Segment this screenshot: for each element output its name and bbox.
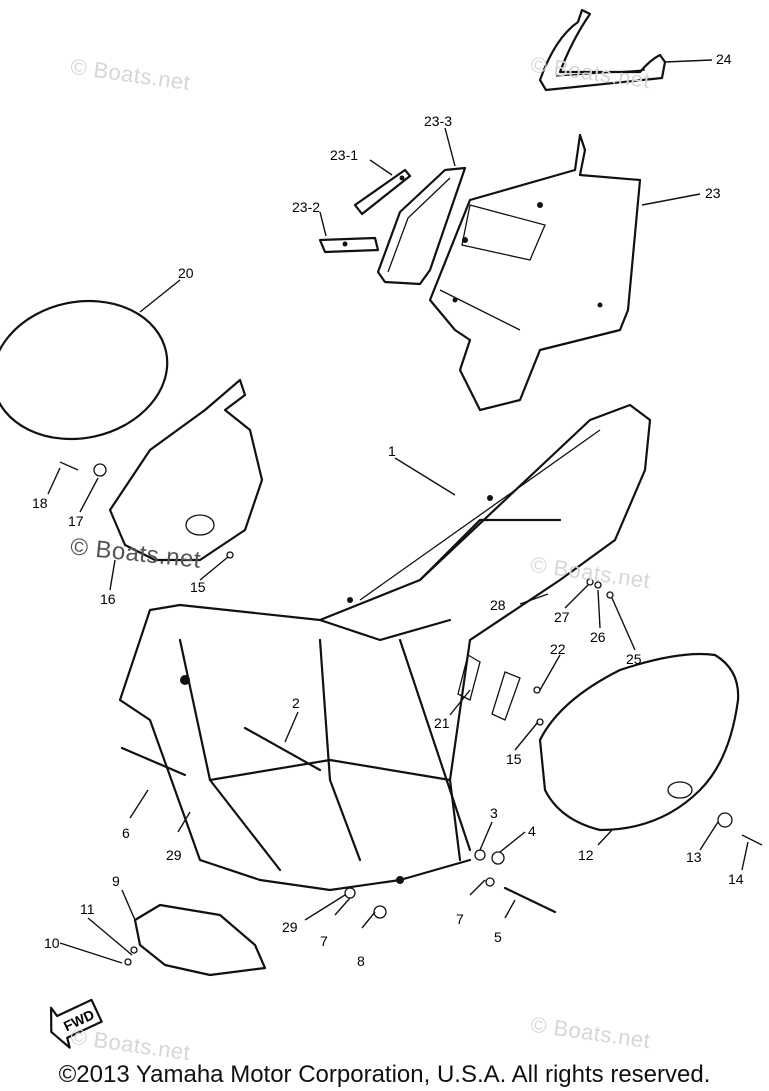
part-bracket-23-1[interactable] bbox=[353, 168, 412, 216]
part-grab-bar[interactable] bbox=[538, 8, 667, 92]
part-left-side-cover[interactable] bbox=[108, 378, 264, 562]
part-engine-bolt-6[interactable] bbox=[120, 746, 187, 777]
part-bracket-23-2[interactable] bbox=[318, 236, 380, 254]
callout-15b: 15 bbox=[506, 751, 522, 767]
callout-7a: 7 bbox=[320, 933, 328, 949]
callout-28: 28 bbox=[490, 597, 506, 613]
callout-21: 21 bbox=[434, 715, 450, 731]
callout-11: 11 bbox=[80, 901, 95, 917]
part-rear-fender[interactable] bbox=[428, 133, 642, 412]
part-main-frame[interactable] bbox=[118, 403, 652, 892]
callout-16: 16 bbox=[100, 591, 116, 607]
callout-29b: 29 bbox=[282, 919, 298, 935]
callout-24: 24 bbox=[716, 51, 732, 67]
callout-23: 23 bbox=[705, 185, 721, 201]
callout-22: 22 bbox=[550, 641, 566, 657]
leader-lines bbox=[47, 59, 749, 964]
callout-1: 1 bbox=[388, 443, 396, 459]
callout-2: 2 bbox=[292, 695, 300, 711]
callout-6: 6 bbox=[122, 825, 130, 841]
callout-10: 10 bbox=[44, 935, 60, 951]
callout-4: 4 bbox=[528, 823, 536, 839]
part-rear-side-plate[interactable] bbox=[376, 166, 467, 286]
callout-26: 26 bbox=[590, 629, 606, 645]
callout-23-2: 23-2 bbox=[292, 199, 320, 215]
callout-20: 20 bbox=[178, 265, 194, 281]
part-air-filter-ring[interactable] bbox=[0, 285, 180, 455]
copyright-notice: ©2013 Yamaha Motor Corporation, U.S.A. A… bbox=[58, 1061, 711, 1088]
callouts: 1 2 3 4 5 6 7 7 8 9 10 11 12 13 14 15 15… bbox=[32, 51, 744, 969]
callout-27: 27 bbox=[554, 609, 570, 625]
part-engine-bolt-2[interactable] bbox=[243, 726, 322, 772]
callout-25: 25 bbox=[626, 651, 642, 667]
callout-3: 3 bbox=[490, 805, 498, 821]
callout-15a: 15 bbox=[190, 579, 206, 595]
part-right-side-cover[interactable] bbox=[538, 652, 740, 832]
callout-12: 12 bbox=[578, 847, 594, 863]
callout-9: 9 bbox=[112, 873, 120, 889]
callout-5: 5 bbox=[494, 929, 502, 945]
callout-8: 8 bbox=[357, 953, 365, 969]
callout-7b: 7 bbox=[456, 911, 464, 927]
part-pivot-bolt-5[interactable] bbox=[503, 886, 557, 914]
callout-14: 14 bbox=[728, 871, 744, 887]
callout-13: 13 bbox=[686, 849, 702, 865]
callout-29a: 29 bbox=[166, 847, 182, 863]
callout-23-1: 23-1 bbox=[330, 147, 358, 163]
part-skid-plate[interactable] bbox=[133, 903, 267, 977]
callout-23-3: 23-3 bbox=[424, 113, 452, 129]
part-small-hardware[interactable] bbox=[59, 461, 763, 966]
callout-17: 17 bbox=[68, 513, 84, 529]
callout-18: 18 bbox=[32, 495, 48, 511]
